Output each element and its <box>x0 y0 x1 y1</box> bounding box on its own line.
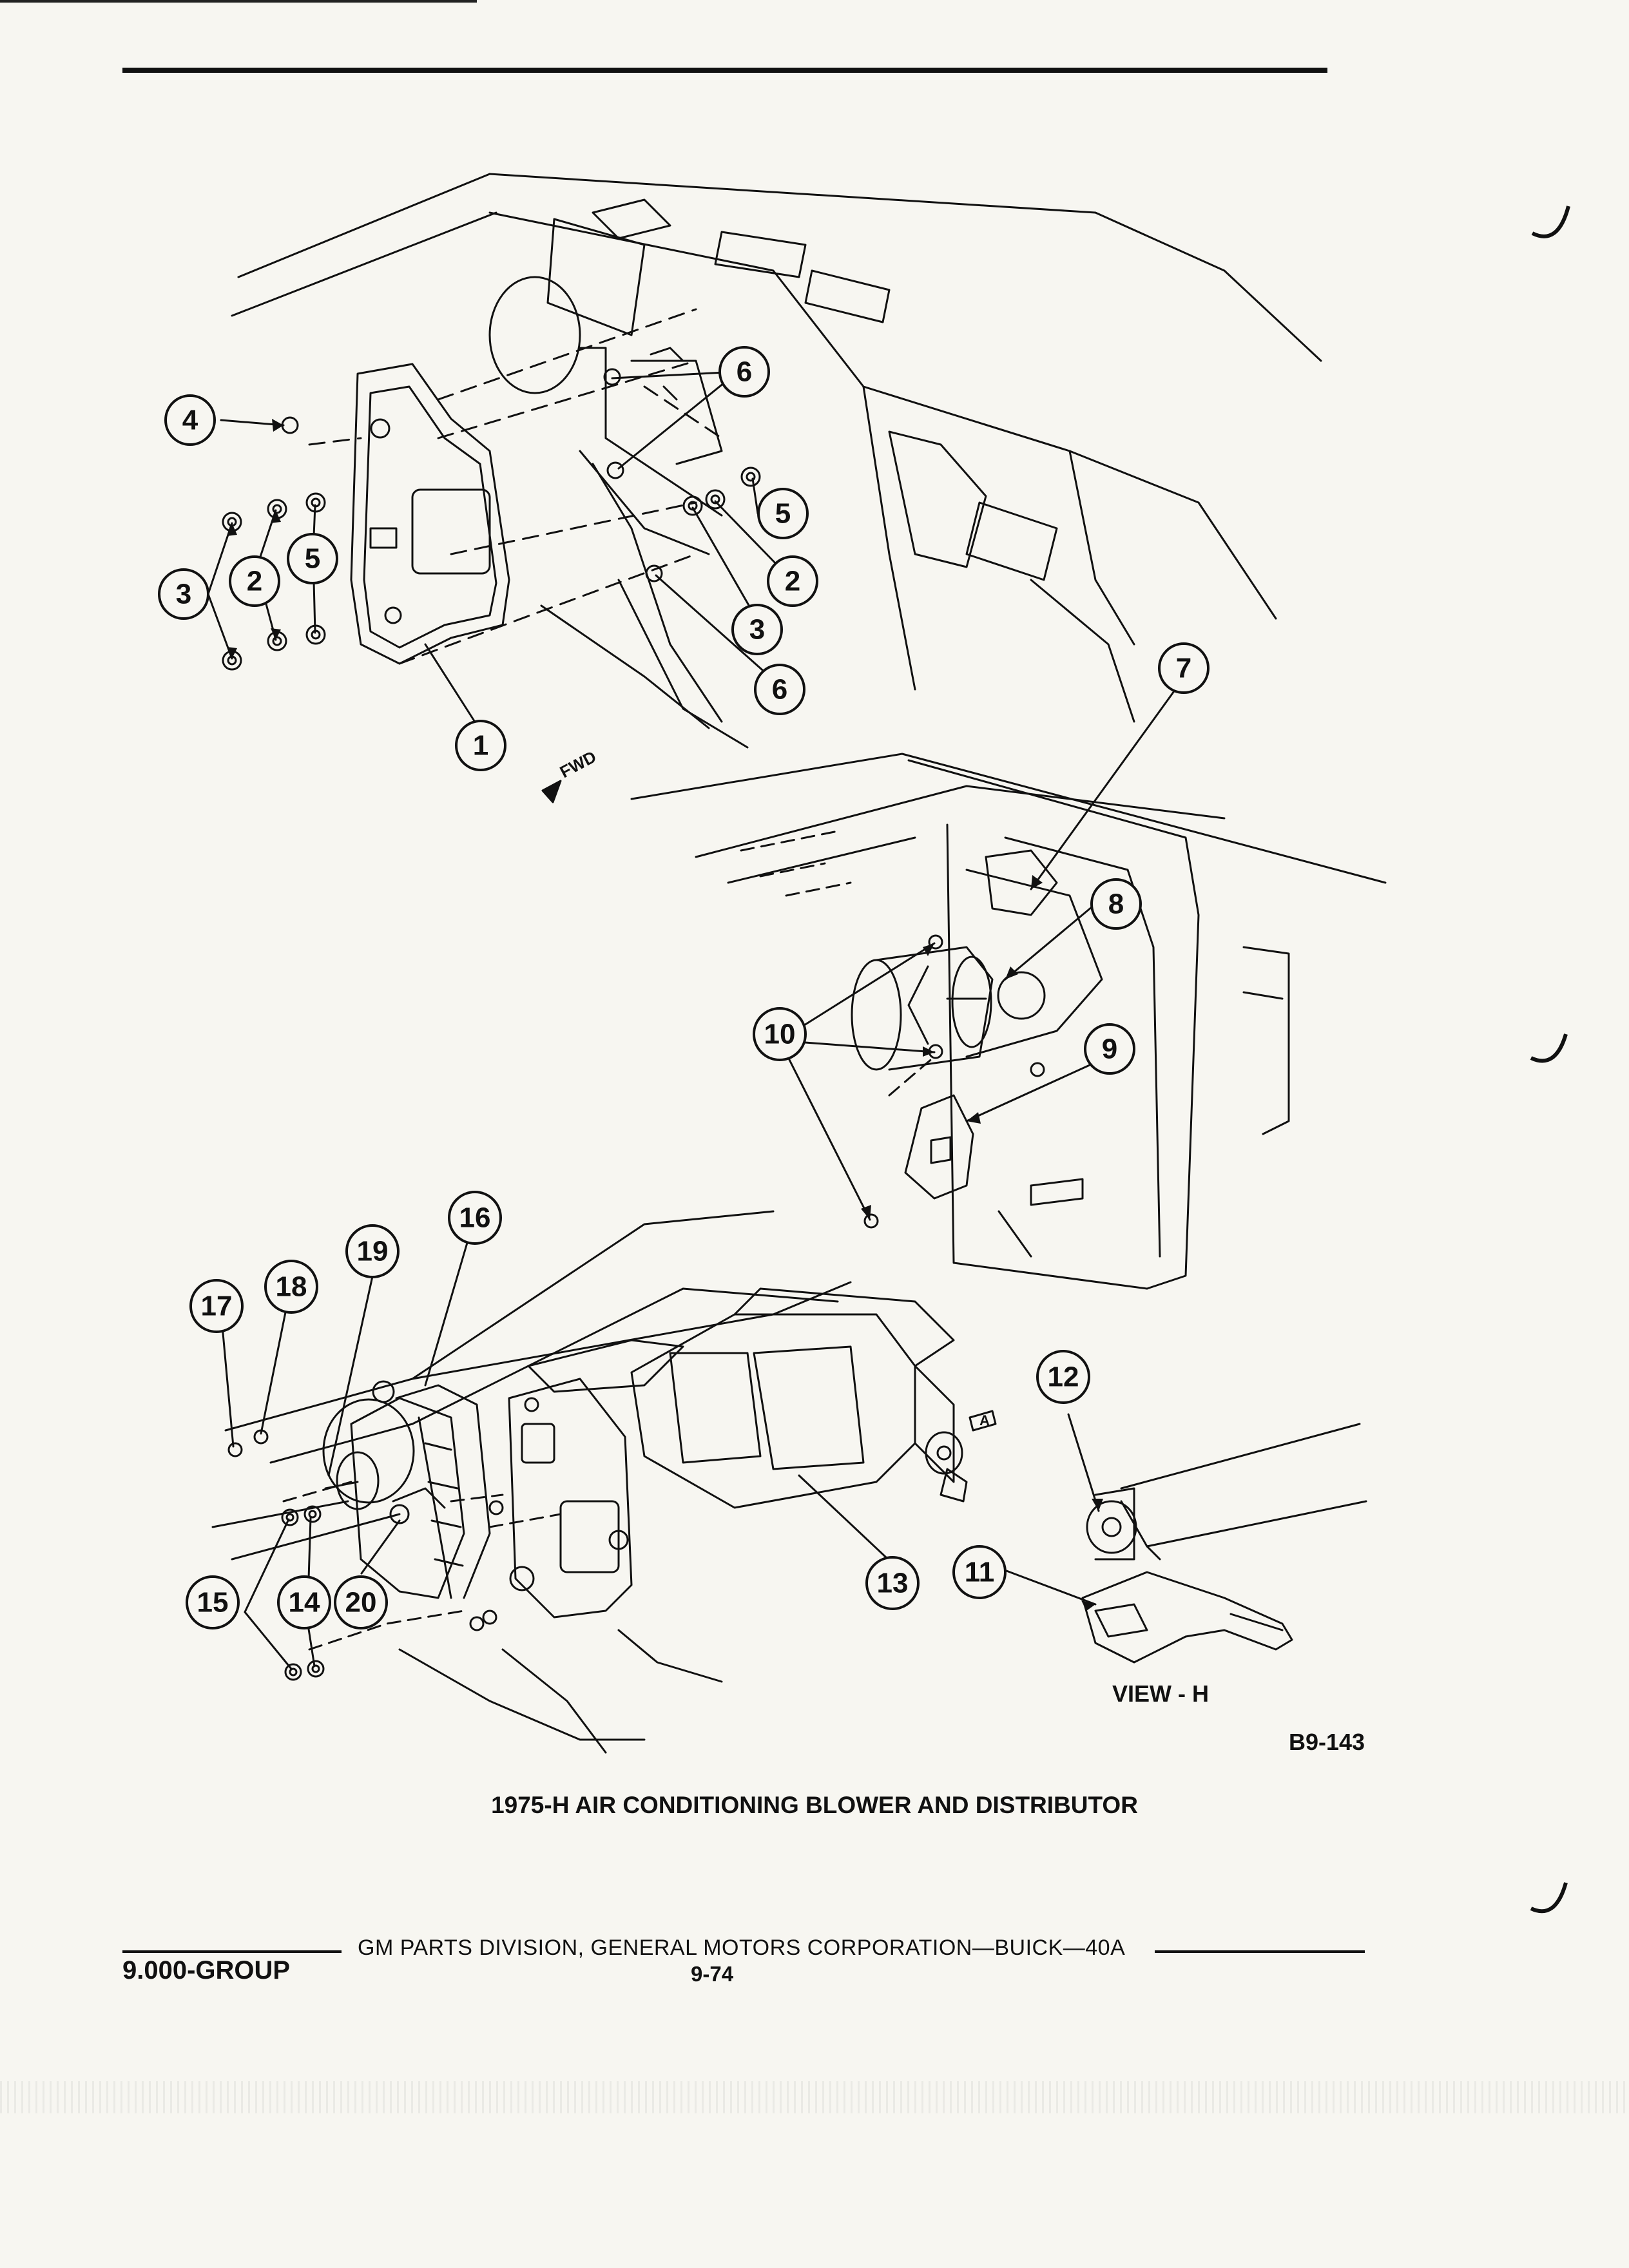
fwd-label: FWD <box>557 747 599 782</box>
footer-credit: GM PARTS DIVISION, GENERAL MOTORS CORPOR… <box>358 1936 1126 1960</box>
svg-text:6: 6 <box>737 356 752 388</box>
svg-text:12: 12 <box>1048 1361 1079 1393</box>
svg-text:17: 17 <box>201 1291 233 1322</box>
figure-code: B9-143 <box>1289 1729 1365 1755</box>
upper-firewall-drawing <box>222 173 1322 749</box>
footer-rule-left <box>122 1950 342 1953</box>
callout-4: 4 <box>164 394 216 446</box>
forward-arrow-icon <box>541 780 562 803</box>
svg-text:7: 7 <box>1176 653 1191 684</box>
figure-caption: 1975-H AIR CONDITIONING BLOWER AND DISTR… <box>491 1792 1138 1818</box>
svg-text:15: 15 <box>197 1587 229 1619</box>
callout-11: 11 <box>952 1545 1007 1599</box>
svg-text:9: 9 <box>1102 1033 1117 1065</box>
svg-text:10: 10 <box>764 1019 796 1050</box>
callout-3a: 3 <box>158 568 209 620</box>
callout-9: 9 <box>1084 1023 1135 1075</box>
binder-margin-marks <box>1530 206 1570 1914</box>
svg-text:1: 1 <box>473 730 488 762</box>
svg-text:14: 14 <box>289 1587 320 1619</box>
callout-14: 16 <box>448 1191 502 1245</box>
group-number: 9.000-GROUP <box>122 1956 291 1984</box>
svg-text:16: 16 <box>459 1202 491 1234</box>
callout-7: 7 <box>1158 642 1210 694</box>
header-rule <box>122 68 1327 73</box>
callout-19: 19 <box>345 1224 400 1278</box>
middle-housing-drawing <box>630 753 1387 1290</box>
callout-20: 20 <box>334 1575 388 1629</box>
connector-a-label: A <box>979 1412 990 1428</box>
callout-18: 18 <box>264 1260 318 1314</box>
view-h-drawing <box>1081 1423 1367 1664</box>
svg-text:19: 19 <box>357 1236 389 1267</box>
callout-2a: 2 <box>229 555 280 607</box>
svg-text:6: 6 <box>772 674 787 706</box>
lower-duct-drawing <box>211 1210 997 1754</box>
callout-5a: 5 <box>287 533 338 584</box>
svg-text:4: 4 <box>182 405 198 436</box>
svg-text:3: 3 <box>749 614 765 646</box>
callout-12: 12 <box>1036 1350 1090 1404</box>
callout-16: 15 <box>186 1575 240 1629</box>
callout-13: 13 <box>865 1556 920 1610</box>
callout-10: 10 <box>753 1007 807 1061</box>
callout-17: 17 <box>189 1279 244 1333</box>
callout-labels: 4 3 2 5 6 5 2 3 6 1 7 8 10 9 16 19 18 17… <box>158 346 1210 1629</box>
view-h-label: VIEW - H <box>1112 1680 1209 1707</box>
svg-text:20: 20 <box>345 1587 377 1619</box>
footer-rule-right <box>1155 1950 1365 1953</box>
svg-text:8: 8 <box>1108 889 1124 920</box>
svg-text:3: 3 <box>176 579 191 610</box>
svg-text:2: 2 <box>785 566 800 597</box>
svg-text:2: 2 <box>247 566 262 597</box>
callout-5b: 5 <box>757 488 809 539</box>
callout-1: 1 <box>455 720 506 771</box>
callout-3b: 3 <box>731 604 783 655</box>
leader-arrowheads <box>227 419 1103 1611</box>
svg-text:13: 13 <box>877 1568 909 1599</box>
callout-6b: 6 <box>754 664 805 715</box>
callout-6a: 6 <box>718 346 770 398</box>
scan-noise-band <box>0 2081 1629 2113</box>
callout-8: 8 <box>1090 878 1142 930</box>
svg-text:11: 11 <box>965 1557 995 1588</box>
svg-text:18: 18 <box>276 1271 307 1303</box>
scan-edge-line <box>0 0 477 3</box>
page-number: 9-74 <box>691 1962 734 1986</box>
svg-text:5: 5 <box>305 543 320 575</box>
callout-15: 14 <box>277 1575 331 1629</box>
callout-2b: 2 <box>767 555 818 607</box>
svg-text:5: 5 <box>775 498 791 530</box>
